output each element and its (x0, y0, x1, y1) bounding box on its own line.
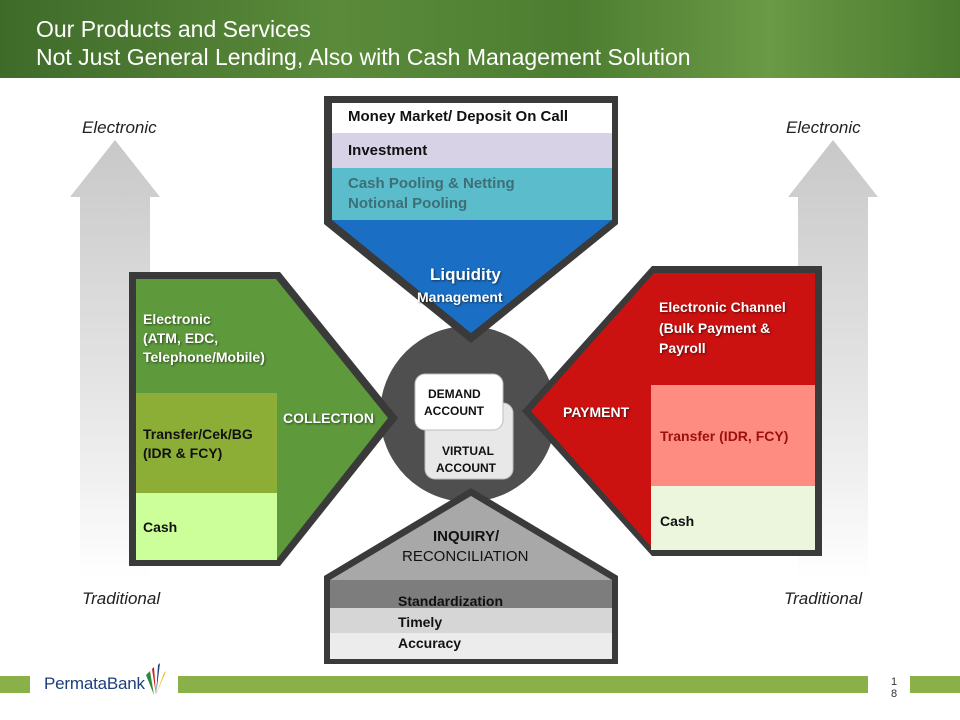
right-traditional-label: Traditional (784, 589, 863, 608)
left-electronic-label: Electronic (82, 118, 157, 137)
payment-bulk-payment: (Bulk Payment & (659, 320, 771, 336)
demand-account-card (414, 373, 504, 431)
slide-subtitle: Not Just General Lending, Also with Cash… (36, 44, 691, 70)
payment-transfer: Transfer (IDR, FCY) (660, 428, 789, 444)
collection-row3-bg (136, 493, 277, 560)
collection-telephone-mobile: Telephone/Mobile) (143, 349, 265, 365)
brand-logo: PermataBank (44, 674, 145, 693)
collection-idr-fcy: (IDR & FCY) (143, 445, 223, 461)
collection-title: COLLECTION (283, 410, 374, 426)
liquidity-investment: Investment (348, 142, 428, 159)
payment-row2-bg (651, 385, 815, 486)
liquidity-row1-bg (332, 103, 612, 133)
slide-title: Our Products and Services (36, 16, 311, 42)
footer-page-area (868, 668, 910, 704)
virtual-label-line2: ACCOUNT (436, 461, 496, 475)
inquiry-row1-bg (330, 580, 612, 608)
liquidity-notional-pooling: Notional Pooling (348, 195, 468, 212)
inquiry-timely: Timely (398, 614, 443, 630)
inquiry-top-bg (330, 496, 612, 580)
payment-electronic-channel: Electronic Channel (659, 299, 786, 315)
footer-bar (0, 676, 960, 693)
left-traditional-label: Traditional (82, 589, 161, 608)
page-number-digit2: 8 (890, 688, 898, 700)
inquiry-standardization: Standardization (398, 593, 504, 609)
demand-label-line2: ACCOUNT (424, 404, 484, 418)
liquidity-subtitle: Management (417, 289, 503, 305)
payment-payroll: Payroll (659, 340, 706, 356)
inquiry-row2-bg (330, 608, 612, 633)
collection-row2-bg (136, 393, 277, 493)
payment-title: PAYMENT (563, 404, 630, 420)
payment-cash: Cash (660, 513, 695, 529)
liquidity-blue-bg (332, 220, 612, 333)
page-number-digit1: 1 (890, 676, 898, 688)
inquiry-accuracy: Accuracy (398, 635, 462, 651)
page-number: 1 8 (886, 676, 902, 700)
liquidity-cash-pooling: Cash Pooling & Netting (348, 175, 515, 192)
slide-header: Our Products and Services Not Just Gener… (0, 0, 960, 78)
inquiry-reconciliation: RECONCILIATION (402, 548, 529, 565)
inquiry-title: INQUIRY/ (433, 528, 500, 545)
brand-logo-icon (146, 663, 166, 695)
collection-electronic: Electronic (143, 311, 211, 327)
liquidity-row3-bg (332, 168, 612, 220)
inquiry-row3-bg (330, 633, 612, 659)
liquidity-row2-bg (332, 133, 612, 168)
payment-row3-bg (651, 486, 815, 550)
virtual-label-line1: VIRTUAL (442, 444, 494, 458)
collection-transfer: Transfer/Cek/BG (143, 426, 253, 442)
collection-cash: Cash (143, 519, 178, 535)
collection-atm-edc: (ATM, EDC, (143, 330, 219, 346)
right-electronic-label: Electronic (786, 118, 861, 137)
demand-label-line1: DEMAND (428, 387, 481, 401)
liquidity-money-market: Money Market/ Deposit On Call (348, 108, 569, 125)
liquidity-title: Liquidity (430, 265, 501, 284)
